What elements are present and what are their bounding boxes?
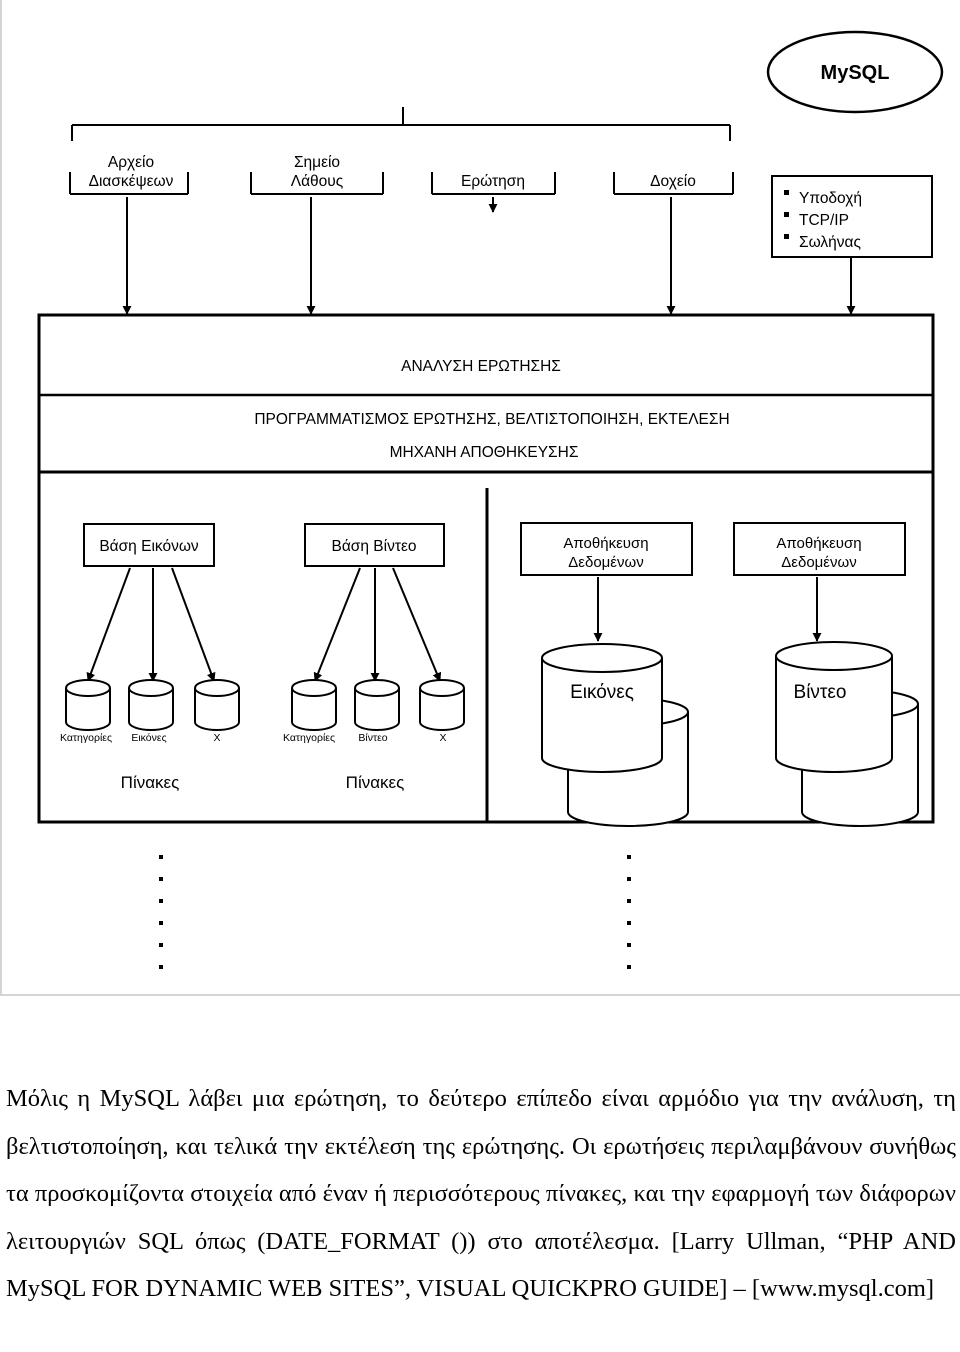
connection-tcpip: TCP/IP (799, 212, 849, 229)
svg-text:Αρχείο: Αρχείο (108, 154, 154, 171)
bullet-icon (784, 212, 789, 217)
query-analysis: ΑΝΑΛΥΣΗ ΕΡΩΤΗΣΗΣ (401, 358, 561, 375)
bullet-icon (784, 234, 789, 239)
table-label-x: X (439, 732, 446, 744)
top-bracket (71, 107, 731, 141)
server-box: ΑΝΑΛΥΣΗ ΕΡΩΤΗΣΗΣ ΠΡΟΓΡΑΜΜΑΤΙΣΜΟΣ ΕΡΩΤΗΣΗ… (37, 313, 935, 474)
connection-box: Υποδοχή TCP/IP Σωλήνας (771, 175, 933, 258)
connection-socket: Υποδοχή (799, 190, 862, 207)
video-data-label: Βίντεο (794, 682, 847, 703)
top-box-error-point: Σημείο Λάθους (250, 154, 384, 195)
mysql-ellipse (766, 30, 944, 114)
storage-box-images-db: Βάση Εικόνων (83, 523, 215, 567)
mysql-label: MySQL (821, 62, 890, 84)
svg-text:Αποθήκευση: Αποθήκευση (776, 535, 861, 552)
tables-caption: Πίνακες (346, 773, 405, 792)
top-box-container: Δοχείο (613, 172, 734, 195)
table-label-images: Εικόνες (131, 732, 166, 744)
svg-text:Αποθήκευση: Αποθήκευση (563, 535, 648, 552)
table-label-categories: Κατηγορίες (283, 732, 335, 744)
svg-text:Δεδομένων: Δεδομένων (781, 554, 856, 571)
storage-engine-title: ΜΗΧΑΝΗ ΑΠΟΘΗΚΕΥΣΗΣ (390, 444, 579, 461)
video-data-cylinder (775, 641, 919, 827)
tables-caption: Πίνακες (121, 773, 180, 792)
svg-text:Βάση Βίντεο: Βάση Βίντεο (332, 538, 417, 555)
description-paragraph: Μόλις η MySQL λάβει μια ερώτηση, το δεύτ… (6, 1085, 956, 1303)
storage-box-data-1: Αποθήκευση Δεδομένων (520, 522, 693, 576)
svg-text:Σημείο: Σημείο (294, 154, 340, 171)
mysql-architecture-diagram: MySQL Αρχείο Διασκέψεων Σημείο Λάθους Ερ… (0, 0, 960, 996)
storage-box-video-db: Βάση Βίντεο (304, 523, 445, 567)
svg-text:Λάθους: Λάθους (291, 173, 344, 190)
images-data-label: Εικόνες (570, 682, 634, 703)
table-label-x: X (213, 732, 220, 744)
svg-text:Δεδομένων: Δεδομένων (568, 554, 643, 571)
query-optimization: ΠΡΟΓΡΑΜΜΑΤΙΣΜΟΣ ΕΡΩΤΗΣΗΣ, ΒΕΛΤΙΣΤΟΠΟΙΗΣΗ… (254, 411, 729, 428)
top-box-config: Αρχείο Διασκέψεων (69, 154, 189, 195)
images-data-cylinder (541, 643, 689, 827)
top-arrows (122, 197, 856, 315)
table-label-categories: Κατηγορίες (60, 732, 112, 744)
table-label-video: Βίντεο (358, 732, 387, 744)
svg-text:Δοχείο: Δοχείο (650, 173, 696, 190)
svg-text:Ερώτηση: Ερώτηση (461, 173, 525, 190)
svg-text:Βάση Εικόνων: Βάση Εικόνων (99, 538, 199, 555)
continuation-dots (159, 855, 631, 969)
table-cylinders (65, 679, 465, 731)
svg-text:Διασκέψεων: Διασκέψεων (89, 173, 174, 190)
storage-box-data-2: Αποθήκευση Δεδομένων (733, 522, 906, 576)
connection-pipe: Σωλήνας (799, 234, 861, 251)
storage-arrows (86, 567, 822, 682)
top-box-query: Ερώτηση (431, 172, 556, 195)
bullet-icon (784, 190, 789, 195)
